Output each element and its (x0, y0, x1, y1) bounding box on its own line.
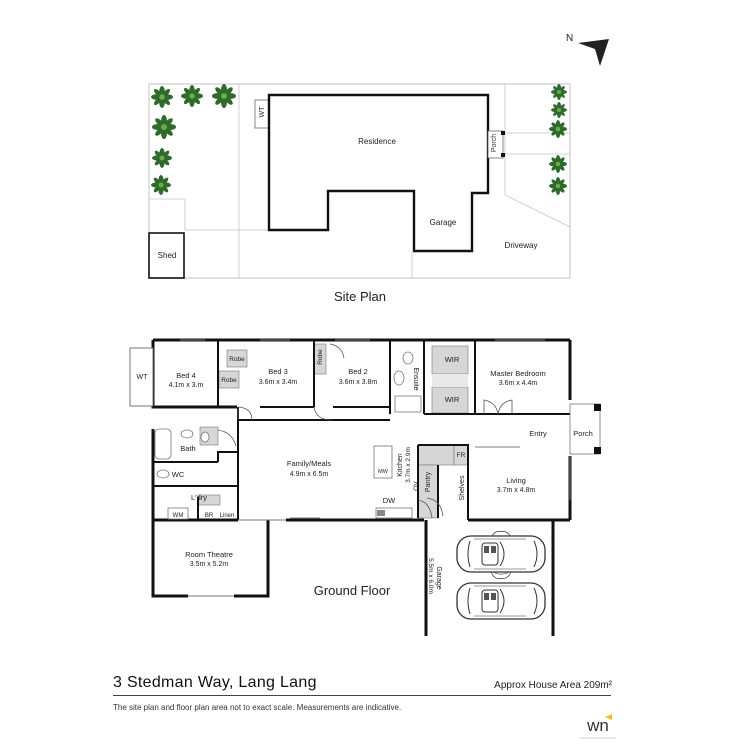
theatre-name: Room Theatre (185, 550, 233, 559)
compass-arrow-icon (578, 39, 609, 66)
driveway-label: Driveway (505, 241, 538, 250)
wm-label: WM (173, 513, 184, 519)
floor-porch-post-1 (594, 404, 601, 411)
bed2-name: Bed 2 (348, 367, 368, 376)
site-wt-label: WT (259, 106, 266, 118)
kitchen-name: Kitchen (397, 453, 404, 476)
bed3-name: Bed 3 (268, 367, 288, 376)
linen-label: Linen (220, 513, 235, 519)
ensuite-toilet (393, 370, 405, 386)
brand-logo-text: wn (586, 716, 609, 735)
footer-divider (113, 695, 611, 696)
ensuite-label: Ensuite (412, 367, 419, 390)
site-lines (149, 84, 571, 278)
wc-toilet (156, 469, 170, 479)
wir-passage (432, 374, 468, 387)
master-bedroom-dims: 3.6m x 4.4m (499, 380, 538, 387)
bath-label: Bath (180, 444, 195, 453)
residence-footprint (267, 93, 490, 253)
bath-vanity-basin (200, 431, 210, 443)
entry-label: Entry (529, 429, 547, 438)
robe-label-2: Robe (221, 377, 237, 384)
floor-wt-tank (129, 347, 154, 407)
sink-bowl (377, 510, 385, 516)
family-meals-dims: 4.9m x 6.5m (290, 471, 329, 478)
house-area: Approx House Area 209m² (494, 680, 612, 691)
ground-floor-title: Ground Floor (314, 583, 391, 598)
kitchen-dims: 3.7m x 2.9m (405, 447, 412, 483)
floor-garage-name: Garage (435, 566, 442, 589)
family-meals-name: Family/Meals (287, 459, 331, 468)
robe-label-3: Robe (317, 349, 324, 365)
bed4-dims: 4.1m x 3.m (169, 382, 204, 389)
north-compass: N (566, 33, 609, 66)
floor-porch (569, 403, 601, 455)
car-icon (456, 582, 546, 620)
site-porch (487, 130, 504, 159)
floor-wt-label: WT (137, 374, 149, 381)
car-icon (456, 535, 546, 573)
logo-flag-icon (605, 714, 612, 720)
theatre-dims: 3.5m x 5.2m (190, 561, 229, 568)
wir-label-1: WIR (445, 355, 460, 364)
porch-post-2 (501, 153, 505, 157)
ground-floor-plan: WT Bed 4 4.1m x 3.m Robe Robe Bed 3 3.6m… (129, 338, 601, 636)
basin (180, 429, 194, 439)
robe-label-1: Robe (229, 356, 245, 363)
shelves-label: Shelves (459, 475, 466, 500)
wir-label-2: WIR (445, 395, 460, 404)
laundry-label: L'dry (191, 493, 207, 502)
living-name: Living (506, 476, 526, 485)
room-labels: WT Bed 4 4.1m x 3.m Robe Robe Bed 3 3.6m… (137, 349, 593, 594)
br-label: BR (205, 513, 214, 519)
floor-garage-dims: 5.5m x 6.0m (427, 558, 434, 594)
pantry-label: Pantry (425, 471, 432, 492)
site-garage-label: Garage (430, 218, 457, 227)
laundry-tub (167, 507, 189, 520)
sliding-doors (290, 446, 520, 519)
mw-label: MW (378, 469, 389, 475)
kitchen-island (373, 445, 393, 479)
ensuite-basin (402, 351, 414, 365)
bed2-dims: 3.6m x 3.8m (339, 379, 378, 386)
shed (148, 232, 185, 279)
living-dims: 3.7m x 4.8m (497, 487, 536, 494)
floor-porch-label: Porch (573, 429, 593, 438)
fr-label: FR (457, 452, 466, 459)
site-plan: WT Residence Garage Porch Driveway Shed (148, 83, 571, 279)
bathtub (154, 428, 172, 460)
site-porch-label: Porch (491, 134, 498, 152)
disclaimer-text: The site plan and floor plan area not to… (113, 703, 402, 712)
doors (217, 343, 513, 519)
kitchen-sink (375, 507, 413, 519)
master-bedroom-name: Master Bedroom (490, 369, 545, 378)
shed-label: Shed (158, 251, 177, 260)
residence-label: Residence (358, 137, 396, 146)
shaded-fixtures (197, 343, 469, 519)
brand-logo: wn (580, 714, 616, 739)
bed3-dims: 3.6m x 3.4m (259, 379, 298, 386)
dw-label: DW (383, 496, 396, 505)
bed4-name: Bed 4 (176, 371, 196, 380)
ensuite-shower (394, 395, 422, 413)
internal-walls (153, 340, 570, 520)
wc-label: WC (172, 470, 185, 479)
site-plan-title: Site Plan (334, 289, 386, 304)
property-address: 3 Stedman Way, Lang Lang (113, 674, 317, 691)
compass-north-label: N (566, 33, 573, 44)
floor-porch-post-2 (594, 447, 601, 454)
porch-post-1 (501, 131, 505, 135)
ov-label: OV (413, 481, 420, 491)
